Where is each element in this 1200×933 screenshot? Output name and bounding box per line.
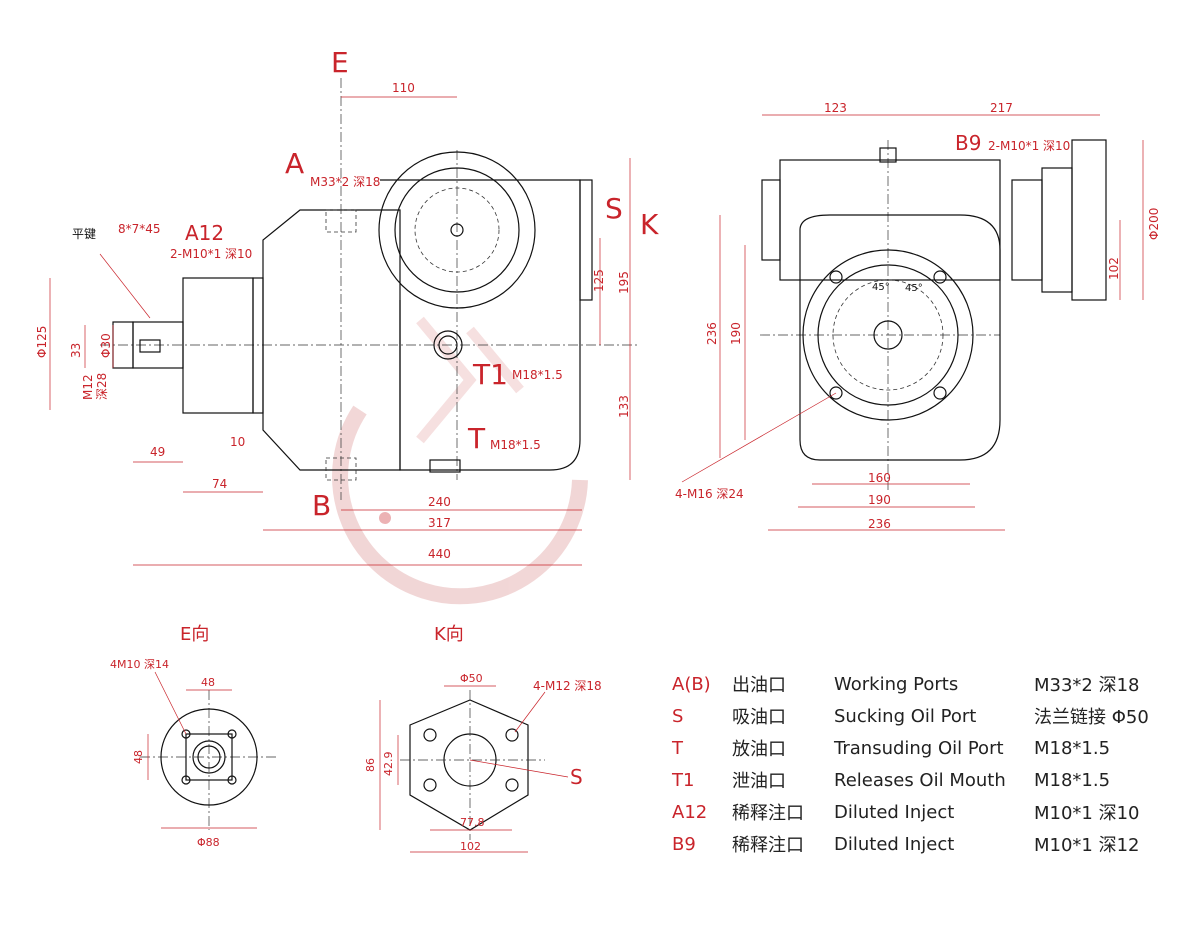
port-s-label: S <box>605 192 623 225</box>
legend-cn: 稀释注口 <box>732 835 804 856</box>
e-dim-phi88: Φ88 <box>197 836 220 849</box>
k-dim-42-9: 42.9 <box>382 752 395 777</box>
port-a-label: A <box>285 147 304 180</box>
main-front-view <box>49 78 640 566</box>
k-view-title: K向 <box>434 624 464 645</box>
k-view-holes: 4-M12 深18 <box>533 679 602 693</box>
dim-160: 160 <box>868 471 891 485</box>
legend-cn: 泄油口 <box>732 771 786 792</box>
key-label: 平键 <box>72 227 96 241</box>
e-dim-48-h: 48 <box>201 676 215 689</box>
angle-45-a: 45° <box>872 282 890 293</box>
dim-440: 440 <box>428 547 451 561</box>
legend-code: S <box>672 705 684 727</box>
legend-row: S 吸油口 Sucking Oil Port 法兰链接 Φ50 <box>672 700 1192 732</box>
dim-133: 133 <box>617 395 631 418</box>
dim-phi200: Φ200 <box>1147 208 1161 240</box>
port-a12-label: A12 <box>185 221 224 245</box>
dim-110: 110 <box>392 81 415 95</box>
legend-code: A(B) <box>672 673 711 695</box>
port-b-label: B <box>312 489 331 522</box>
legend-spec: 法兰链接 Φ50 <box>1034 707 1149 728</box>
dim-123: 123 <box>824 101 847 115</box>
dim-317: 317 <box>428 516 451 530</box>
legend-row: B9 稀释注口 Diluted Inject M10*1 深12 <box>672 828 1192 860</box>
dim-m12: M12 <box>81 374 95 400</box>
dim-236: 236 <box>868 517 891 531</box>
watermark-logo <box>332 316 588 605</box>
legend-row: A(B) 出油口 Working Ports M33*2 深18 <box>672 668 1192 700</box>
dim-74: 74 <box>212 477 227 491</box>
port-legend-table: A(B) 出油口 Working Ports M33*2 深18 S 吸油口 S… <box>672 668 1192 860</box>
e-dim-48-v: 48 <box>132 750 145 764</box>
dim-deep28: 深28 <box>95 373 109 400</box>
dim-10: 10 <box>230 435 245 449</box>
section-e-label: E <box>331 46 349 79</box>
legend-row: T1 泄油口 Releases Oil Mouth M18*1.5 <box>672 764 1192 796</box>
legend-code: T1 <box>672 769 695 791</box>
legend-en: Transuding Oil Port <box>834 737 1004 759</box>
dim-phi30: Φ30 <box>99 333 113 358</box>
port-a12-spec: 2-M10*1 深10 <box>170 247 252 261</box>
dim-195: 195 <box>617 271 631 294</box>
dim-102-side: 102 <box>1107 257 1121 280</box>
legend-en: Working Ports <box>834 673 959 695</box>
legend-code: T <box>672 737 683 759</box>
k-dim-86: 86 <box>364 758 377 772</box>
legend-spec: M10*1 深12 <box>1034 835 1140 856</box>
legend-en: Sucking Oil Port <box>834 705 977 727</box>
legend-spec: M33*2 深18 <box>1034 675 1140 696</box>
port-b9-label: B9 <box>955 131 981 155</box>
angle-45-b: 45° <box>905 283 923 294</box>
k-dim-phi50: Φ50 <box>460 672 483 685</box>
dim-240: 240 <box>428 495 451 509</box>
port-b9-spec: 2-M10*1 深10 <box>988 139 1070 153</box>
legend-en: Releases Oil Mouth <box>834 769 1006 791</box>
port-t1-label: T1 <box>472 358 508 391</box>
e-view <box>140 671 278 830</box>
legend-spec: M18*1.5 <box>1034 737 1111 759</box>
e-view-holes: 4M10 深14 <box>110 658 169 671</box>
port-t1-spec: M18*1.5 <box>512 368 563 382</box>
k-dim-102: 102 <box>460 840 481 853</box>
legend-spec: M10*1 深10 <box>1034 803 1140 824</box>
e-view-title: E向 <box>180 624 209 645</box>
dim-217: 217 <box>990 101 1013 115</box>
port-a-spec: M33*2 深18 <box>310 175 380 189</box>
dim-190: 190 <box>868 493 891 507</box>
key-spec: 8*7*45 <box>118 222 161 236</box>
legend-row: T 放油口 Transuding Oil Port M18*1.5 <box>672 732 1192 764</box>
dim-125: 125 <box>592 269 606 292</box>
legend-cn: 吸油口 <box>732 707 786 728</box>
dim-190-vertical: 190 <box>729 322 743 345</box>
side-holes-label: 4-M16 深24 <box>675 487 744 501</box>
legend-cn: 稀释注口 <box>732 803 804 824</box>
view-k-label: K <box>640 208 659 241</box>
side-view <box>681 114 1144 531</box>
port-t-spec: M18*1.5 <box>490 438 541 452</box>
legend-row: A12 稀释注口 Diluted Inject M10*1 深10 <box>672 796 1192 828</box>
legend-en: Diluted Inject <box>834 833 955 855</box>
port-t-label: T <box>467 422 486 455</box>
legend-code: A12 <box>672 801 708 823</box>
legend-spec: M18*1.5 <box>1034 769 1111 791</box>
k-view <box>379 685 569 853</box>
k-port-s-label: S <box>570 765 583 789</box>
legend-cn: 出油口 <box>732 675 786 696</box>
legend-cn: 放油口 <box>732 739 786 760</box>
dim-phi125: Φ125 <box>35 326 49 358</box>
dim-236-vertical: 236 <box>705 322 719 345</box>
dim-49: 49 <box>150 445 165 459</box>
legend-en: Diluted Inject <box>834 801 955 823</box>
dim-33: 33 <box>69 343 83 358</box>
legend-code: B9 <box>672 833 696 855</box>
k-dim-77-8: 77.8 <box>460 816 485 829</box>
